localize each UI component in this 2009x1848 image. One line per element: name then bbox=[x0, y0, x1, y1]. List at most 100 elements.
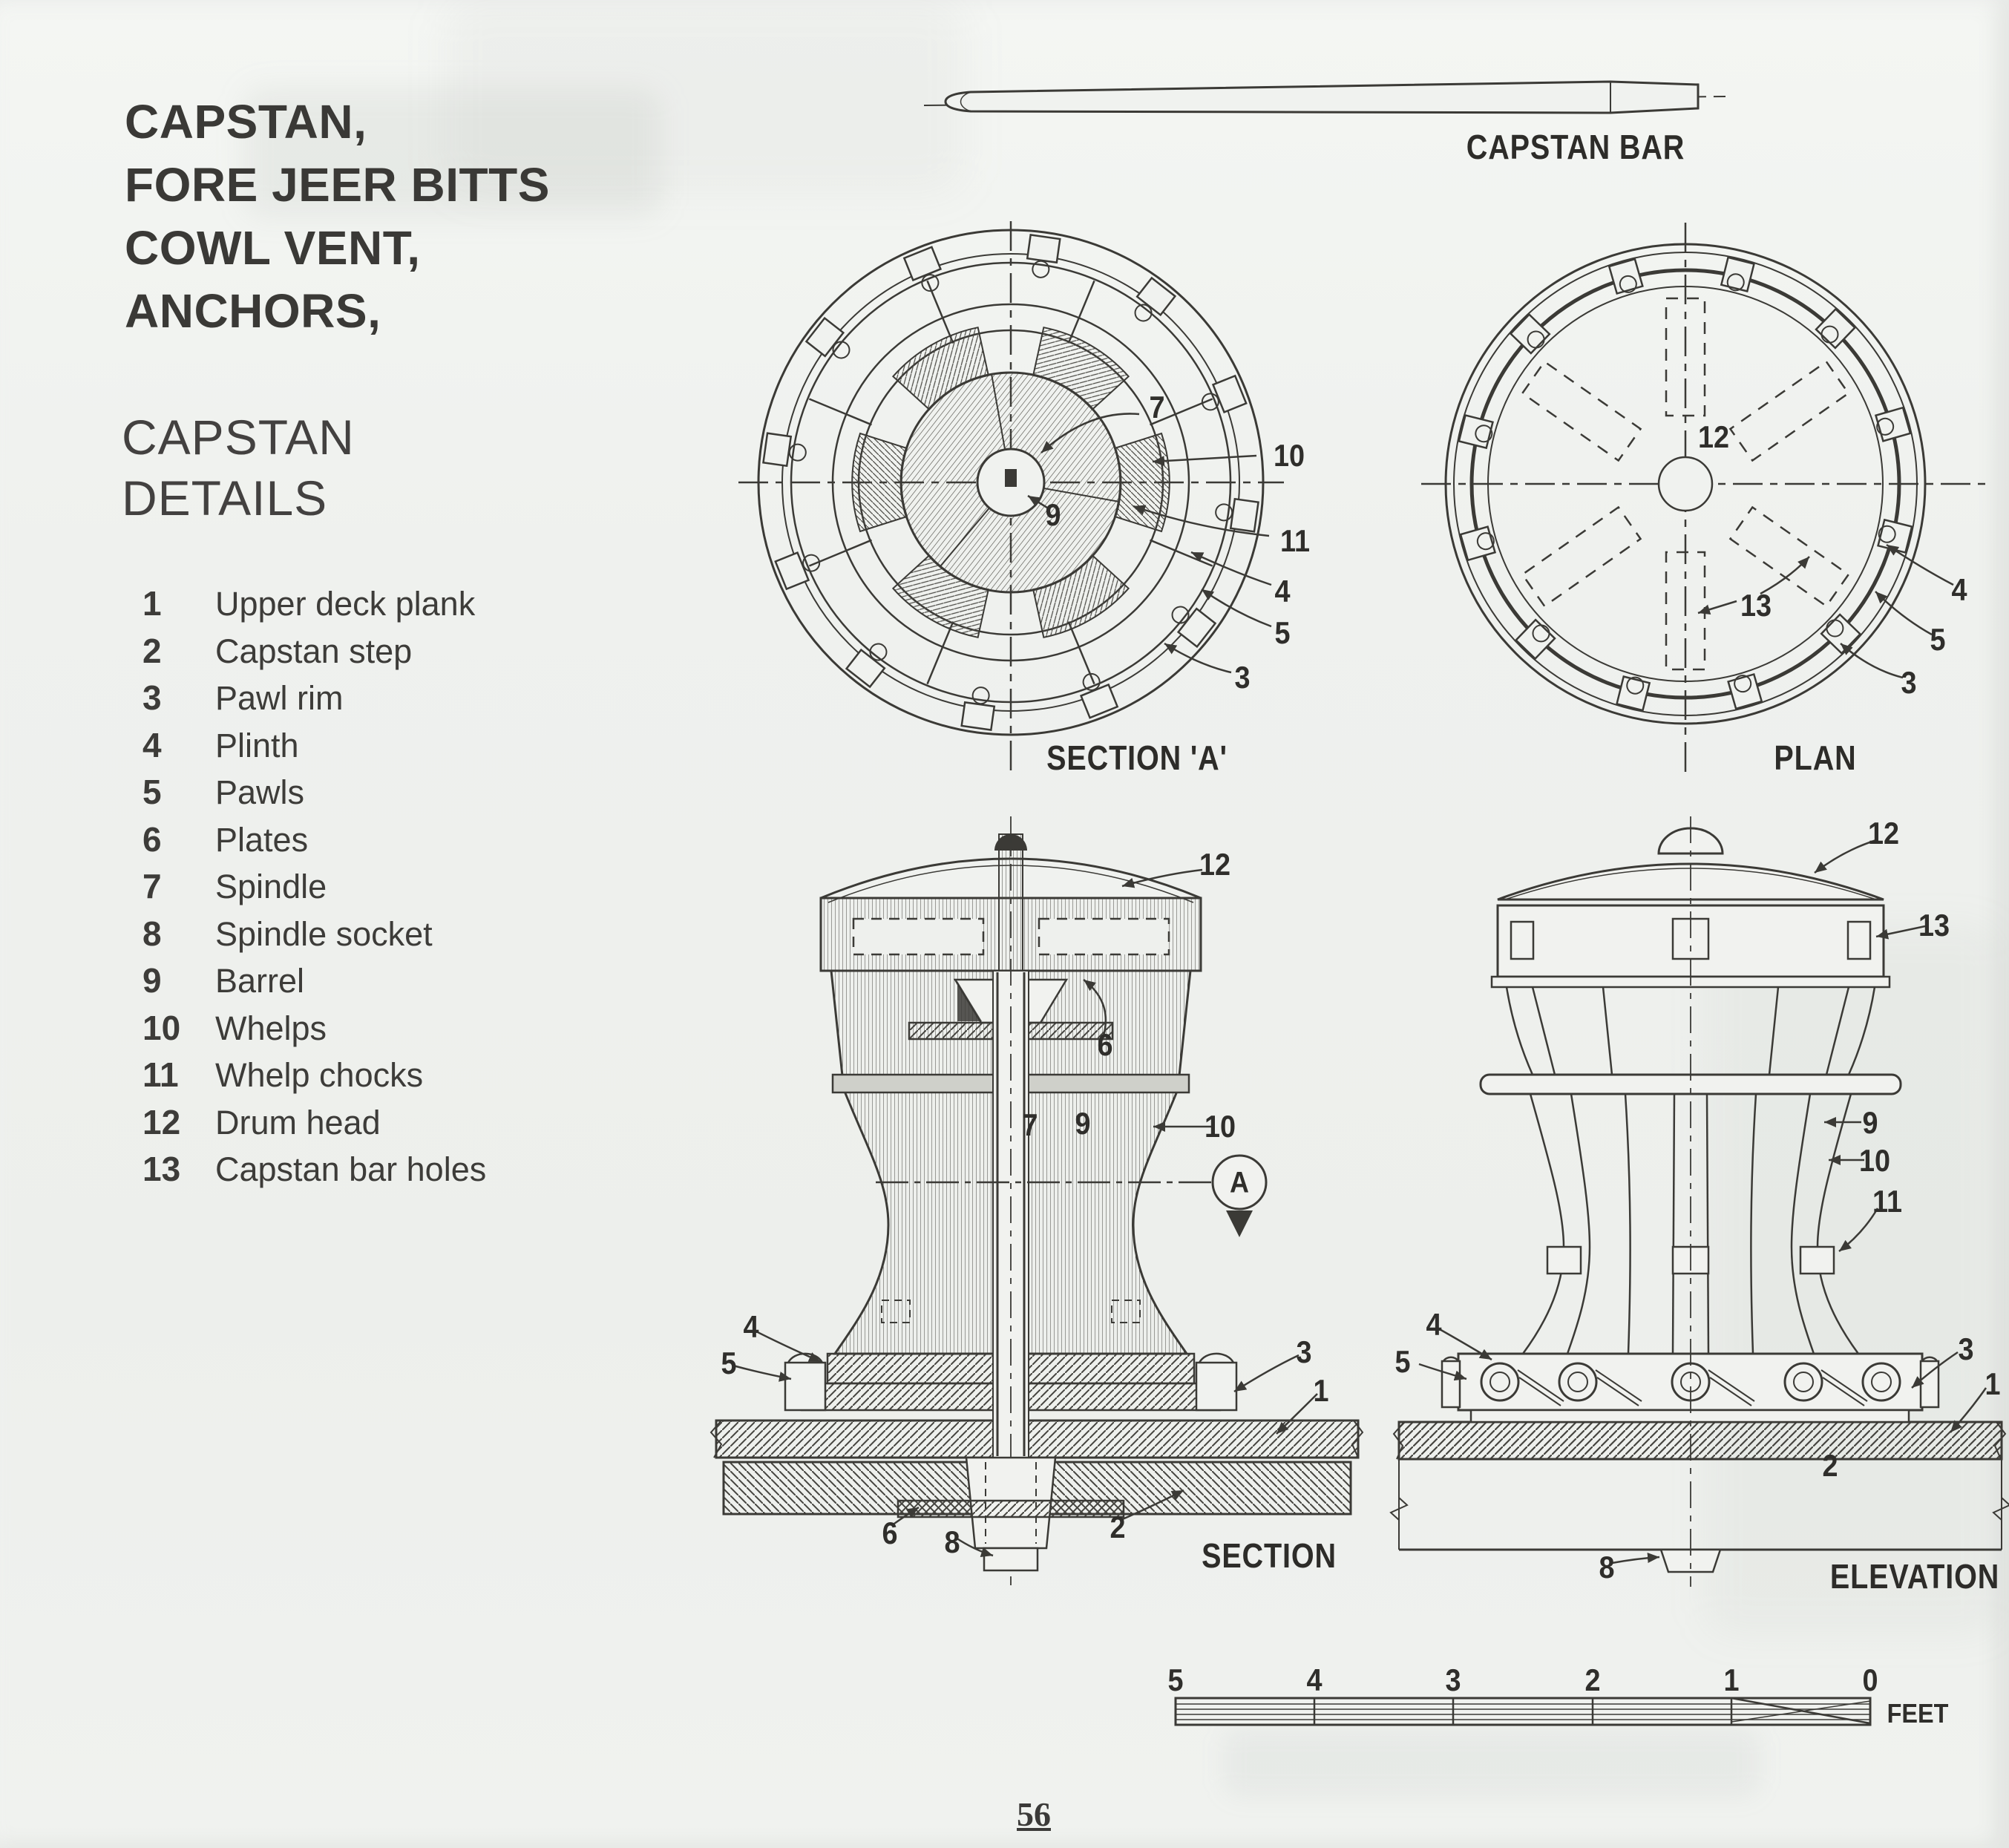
callout-section-5: 5 bbox=[721, 1346, 737, 1380]
scale-tick-4: 4 bbox=[1306, 1662, 1323, 1697]
list-item: 6 Plates bbox=[142, 816, 486, 864]
callout-section-7: 7 bbox=[1022, 1107, 1038, 1142]
part-number: 9 bbox=[142, 961, 162, 1000]
list-item: 2 Capstan step bbox=[142, 628, 486, 675]
capstan-bar-drawing bbox=[923, 80, 1726, 114]
part-label: Upper deck plank bbox=[215, 585, 476, 623]
list-item: 12 Drum head bbox=[142, 1099, 486, 1147]
part-number: 8 bbox=[142, 914, 162, 953]
callout-plan-12: 12 bbox=[1697, 419, 1730, 454]
part-label: Spindle bbox=[215, 868, 327, 905]
section-a-line-art bbox=[738, 221, 1284, 778]
callout-section-10: 10 bbox=[1204, 1109, 1236, 1144]
list-item: 5 Pawls bbox=[142, 769, 486, 816]
callout-plan-3: 3 bbox=[1901, 665, 1917, 700]
callout-elevation-5: 5 bbox=[1394, 1344, 1411, 1379]
list-item: 7 Spindle bbox=[142, 863, 486, 911]
callout-section-A: A bbox=[1229, 1166, 1250, 1199]
part-number: 1 bbox=[142, 584, 162, 623]
part-label: Pawls bbox=[215, 773, 305, 811]
callout-elevation-12: 12 bbox=[1867, 816, 1900, 851]
callout-section-4: 4 bbox=[743, 1309, 759, 1344]
callout-plan-13: 13 bbox=[1740, 588, 1772, 623]
parts-list: 1 Upper deck plank 2 Capstan step 3 Pawl ri… bbox=[142, 580, 486, 1193]
part-number: 13 bbox=[142, 1150, 181, 1188]
part-number: 6 bbox=[142, 819, 162, 859]
callout-plan-4: 4 bbox=[1951, 572, 1967, 607]
part-label: Whelps bbox=[215, 1009, 327, 1047]
page-number: 56 bbox=[1017, 1795, 1051, 1833]
part-label: Plates bbox=[215, 820, 309, 859]
scale-tick-5: 5 bbox=[1167, 1662, 1184, 1697]
part-number: 5 bbox=[142, 773, 162, 811]
list-item: 4 Plinth bbox=[142, 722, 486, 770]
part-number: 7 bbox=[142, 867, 162, 905]
callout-section-a-10: 10 bbox=[1273, 438, 1305, 473]
scale-tick-0: 0 bbox=[1862, 1662, 1878, 1697]
scale-tick-3: 3 bbox=[1445, 1662, 1461, 1697]
callout-section-6: 6 bbox=[1097, 1027, 1113, 1062]
callout-plan-5: 5 bbox=[1930, 622, 1946, 657]
drawing-label-section-a: SECTION 'A' bbox=[1046, 738, 1228, 777]
callout-elevation-13: 13 bbox=[1918, 908, 1950, 943]
list-item: 10 Whelps bbox=[142, 1005, 486, 1052]
page-subtitle: CAPSTAN DETAILS bbox=[122, 407, 355, 528]
elevation-line-art bbox=[1389, 816, 2009, 1587]
list-item: 11 Whelp chocks bbox=[142, 1052, 486, 1099]
callout-section-a-3: 3 bbox=[1234, 660, 1251, 695]
scale-tick-2: 2 bbox=[1584, 1662, 1601, 1697]
scale-bar-drawing bbox=[1174, 1697, 1872, 1726]
part-label: Pawl rim bbox=[215, 679, 344, 717]
callout-elevation-1: 1 bbox=[1985, 1366, 2001, 1401]
drawing-label-elevation: ELEVATION bbox=[1829, 1557, 2000, 1596]
part-number: 2 bbox=[142, 631, 162, 670]
callout-section-a-4: 4 bbox=[1274, 574, 1291, 609]
list-item: 8 Spindle socket bbox=[142, 911, 486, 958]
callout-elevation-11: 11 bbox=[1872, 1184, 1902, 1219]
title-line: CAPSTAN, bbox=[125, 95, 367, 148]
callout-elevation-10: 10 bbox=[1858, 1143, 1891, 1178]
callout-section-12: 12 bbox=[1199, 847, 1231, 882]
part-label: Barrel bbox=[215, 962, 305, 1000]
callout-section-3: 3 bbox=[1296, 1334, 1312, 1369]
list-item: 13 Capstan bar holes bbox=[142, 1146, 486, 1193]
part-label: Plinth bbox=[215, 726, 299, 764]
callout-elevation-3: 3 bbox=[1958, 1331, 1974, 1366]
part-number: 4 bbox=[142, 725, 162, 764]
drawing-label-plan: PLAN bbox=[1774, 738, 1857, 777]
subtitle-line: CAPSTAN bbox=[122, 410, 355, 465]
part-label: Spindle socket bbox=[215, 914, 433, 953]
part-label: Capstan bar holes bbox=[215, 1150, 487, 1188]
callout-section-1: 1 bbox=[1313, 1373, 1329, 1408]
callout-section-a-5: 5 bbox=[1274, 615, 1291, 650]
drawing-label-capstan-bar: CAPSTAN BAR bbox=[1466, 128, 1685, 166]
part-number: 3 bbox=[142, 678, 162, 717]
callout-section-a-7: 7 bbox=[1149, 390, 1165, 425]
drawing-label-section: SECTION bbox=[1202, 1536, 1337, 1575]
scale-tick-1: 1 bbox=[1723, 1662, 1740, 1697]
scale-unit-label: FEET bbox=[1887, 1698, 1949, 1729]
title-line: FORE JEER BITTS bbox=[125, 158, 550, 212]
callout-section-8: 8 bbox=[944, 1524, 960, 1559]
callout-elevation-8: 8 bbox=[1599, 1550, 1615, 1585]
callout-section-2: 2 bbox=[1110, 1510, 1126, 1544]
callout-section-a-11: 11 bbox=[1280, 523, 1310, 558]
callout-elevation-9: 9 bbox=[1862, 1105, 1878, 1140]
plan-line-art bbox=[1421, 223, 1985, 776]
part-number: 12 bbox=[142, 1102, 181, 1141]
callout-section-a-9: 9 bbox=[1045, 497, 1061, 532]
part-number: 10 bbox=[142, 1008, 181, 1047]
section-line-art bbox=[709, 816, 1364, 1585]
title-line: ANCHORS, bbox=[125, 284, 381, 338]
part-label: Whelp chocks bbox=[215, 1056, 424, 1094]
part-label: Capstan step bbox=[215, 632, 413, 670]
callout-section-6b: 6 bbox=[882, 1516, 898, 1550]
title-line: COWL VENT, bbox=[125, 221, 421, 275]
page-title: CAPSTAN, FORE JEER BITTS COWL VENT, ANCH… bbox=[125, 91, 550, 343]
part-number: 11 bbox=[142, 1055, 179, 1094]
list-item: 1 Upper deck plank bbox=[142, 580, 486, 628]
list-item: 3 Pawl rim bbox=[142, 675, 486, 722]
callout-section-9: 9 bbox=[1075, 1106, 1091, 1141]
part-label: Drum head bbox=[215, 1103, 381, 1141]
